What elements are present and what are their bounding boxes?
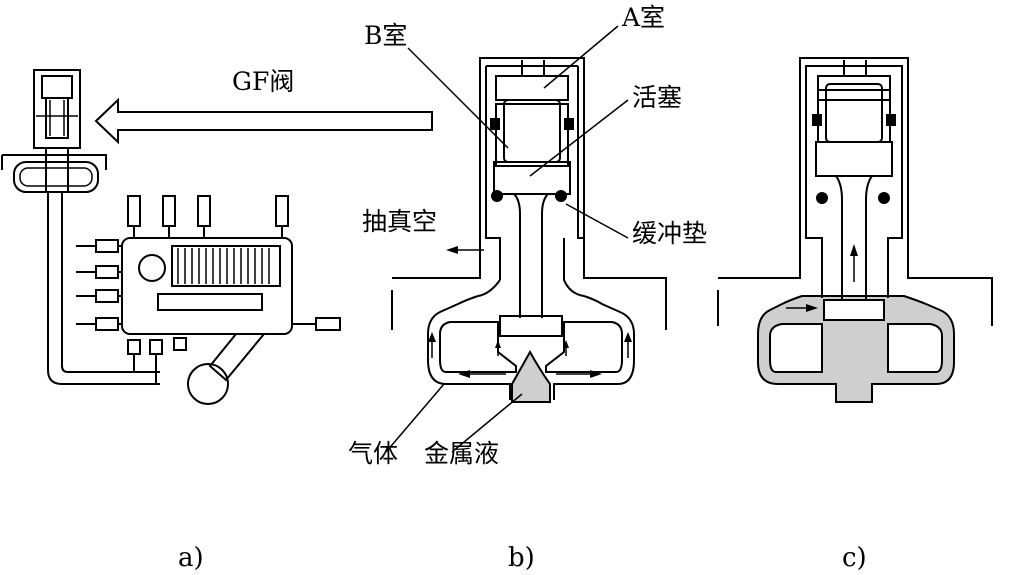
gf-valve-body-a (1, 69, 107, 193)
caption-c: c) (842, 543, 867, 573)
vacuum-pipe-a (47, 192, 160, 385)
gf-valve-label: GF阀 (232, 67, 294, 96)
metal-liquid-c (757, 295, 955, 403)
metal-liquid-label: 金属液 (424, 439, 499, 468)
panel-b: B室 A室 活塞 抽真空 缓冲垫 气体 金属液 b) (348, 3, 707, 573)
cushion-label: 缓冲垫 (632, 219, 707, 248)
gf-valve-arrow (94, 97, 433, 145)
heat-sink-fins (171, 245, 281, 287)
vacuum-label: 抽真空 (362, 207, 437, 236)
lower-chamber-b (427, 295, 635, 400)
housing-outer-b (391, 57, 667, 330)
caption-b: b) (508, 543, 535, 573)
panel-a: GF阀 (1, 67, 433, 573)
vacuum-unit-a (76, 195, 341, 405)
piston-c (812, 83, 896, 321)
caption-a: a) (178, 543, 204, 573)
gas-label: 气体 (348, 439, 398, 468)
metal-liquid-b (511, 349, 551, 403)
piston-b (490, 99, 574, 318)
chamber-a-label: A室 (621, 3, 665, 32)
chamber-b-label: B室 (364, 21, 407, 50)
piston-label: 活塞 (632, 83, 682, 112)
panel-c: c) (717, 57, 993, 573)
housing-outer-c (717, 57, 993, 326)
